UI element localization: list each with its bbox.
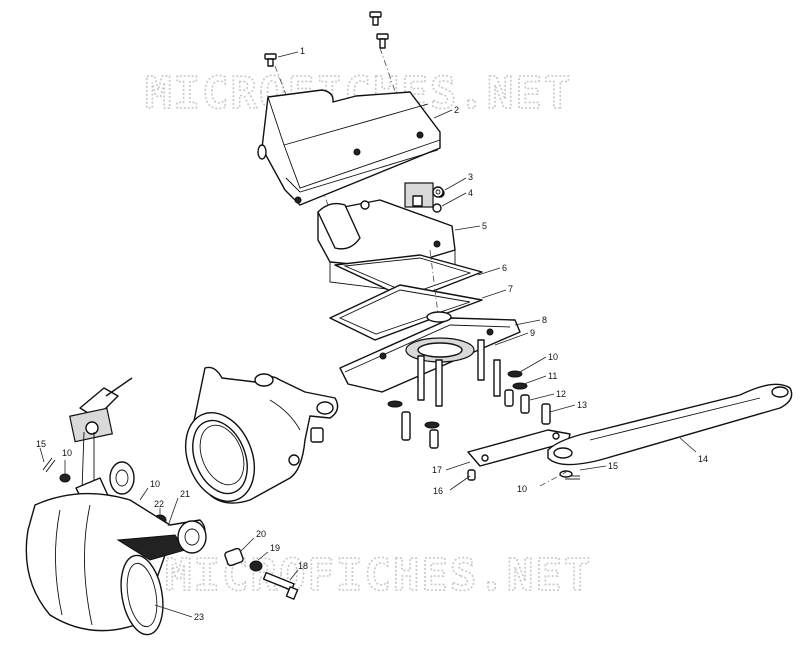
spacer-20 xyxy=(224,547,244,567)
washer-set-right xyxy=(504,370,551,425)
callout-6: 6 xyxy=(502,263,507,273)
callout-12: 12 xyxy=(556,389,566,399)
callout-23: 23 xyxy=(194,612,204,622)
callout-10: 10 xyxy=(548,352,558,362)
callout-11: 11 xyxy=(548,371,557,381)
gasket-7 xyxy=(329,284,483,341)
gasket-6 xyxy=(334,254,483,301)
throttle-cable-bracket xyxy=(69,377,133,495)
callout-10-pulley: 10 xyxy=(150,479,160,489)
clip-16 xyxy=(467,469,476,481)
cotter-pin-15-left xyxy=(42,457,56,473)
leader-lines xyxy=(39,51,697,618)
callout-14: 14 xyxy=(698,454,708,464)
callout-15-left: 15 xyxy=(36,439,46,449)
washer-19 xyxy=(249,560,263,572)
callout-13: 13 xyxy=(577,400,587,410)
washer-10-left xyxy=(59,473,71,483)
box-cover xyxy=(257,89,441,206)
screw-cover-top xyxy=(369,11,389,49)
actuator-housing xyxy=(317,182,456,291)
callout-16: 16 xyxy=(433,486,443,496)
callout-4: 4 xyxy=(468,188,473,198)
bolt-18 xyxy=(262,571,299,600)
screw-cover-left xyxy=(264,53,277,67)
callout-5: 5 xyxy=(482,221,487,231)
intake-boot xyxy=(25,492,207,636)
callout-labels: 1 2 3 4 5 6 7 8 9 10 11 12 13 14 15 10 1… xyxy=(36,46,708,622)
callout-18: 18 xyxy=(298,561,308,571)
washer-10-right xyxy=(559,470,573,478)
callout-10-lever: 10 xyxy=(517,484,527,494)
washer-set-left xyxy=(387,400,440,449)
callout-22: 22 xyxy=(154,499,164,509)
callout-15-right: 15 xyxy=(608,461,618,471)
callout-7: 7 xyxy=(508,284,513,294)
callout-17: 17 xyxy=(432,465,442,475)
callout-9: 9 xyxy=(530,328,535,338)
callout-1: 1 xyxy=(300,46,305,56)
callout-21: 21 xyxy=(180,489,190,499)
callout-10-left: 10 xyxy=(62,448,72,458)
callout-3: 3 xyxy=(468,172,473,182)
washer-4 xyxy=(432,203,442,213)
shaft-bolts xyxy=(417,339,501,407)
callout-2: 2 xyxy=(454,105,459,115)
callout-20: 20 xyxy=(256,529,266,539)
callout-8: 8 xyxy=(542,315,547,325)
nut-3 xyxy=(432,186,444,198)
throttle-body xyxy=(184,366,339,504)
lever-arm xyxy=(547,383,793,466)
callout-19: 19 xyxy=(270,543,280,553)
